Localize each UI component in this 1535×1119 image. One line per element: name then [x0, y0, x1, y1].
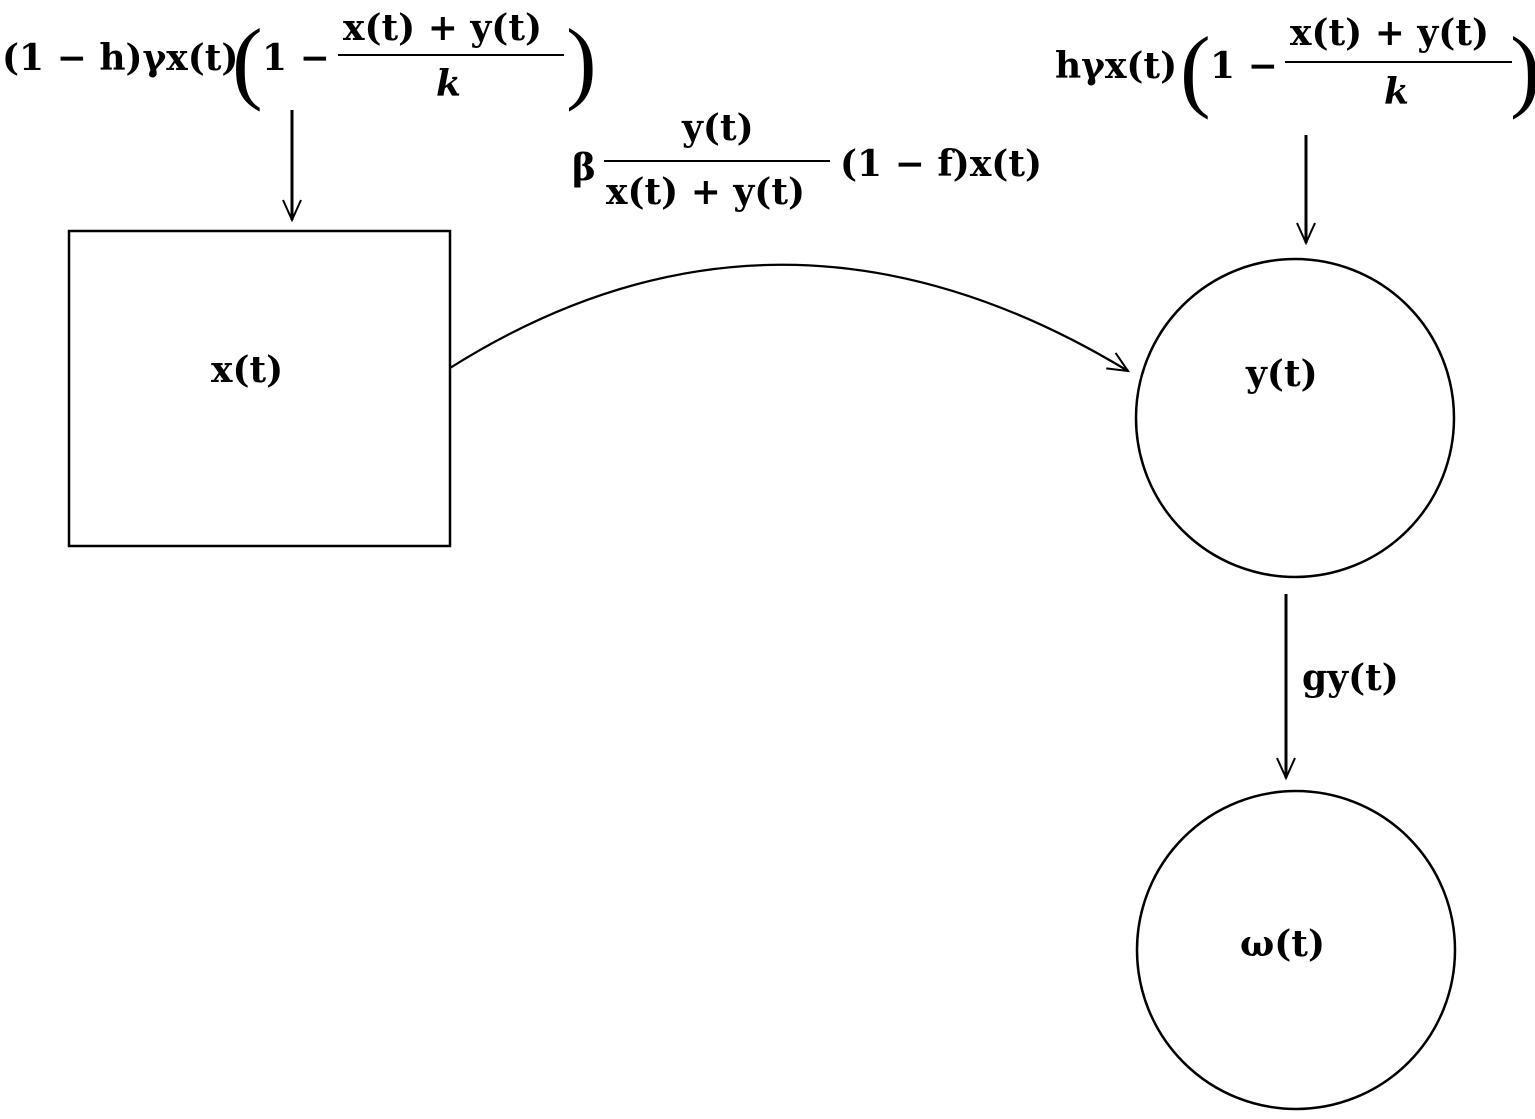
inflow-x-one-minus: 1 −: [262, 37, 330, 79]
transfer-numerator: y(t): [681, 107, 754, 149]
outflow-y-label: gy(t): [1302, 657, 1399, 699]
inflow-y-right-paren: ): [1510, 18, 1535, 120]
node-x-box: [67, 229, 452, 548]
inflow-y-left-paren: (: [1180, 18, 1211, 120]
inflow-y-denominator: k: [1384, 71, 1409, 113]
transfer-denominator: x(t) + y(t): [606, 171, 805, 213]
node-x-label: x(t): [211, 349, 283, 391]
inflow-x-prefix: (1 − h)γx(t): [2, 37, 238, 79]
node-w-circle: [1135, 789, 1457, 1111]
inflow-y-label: hγx(t) ( 1 − x(t) + y(t) k ): [1055, 12, 1535, 120]
inflow-x-right-paren: ): [566, 10, 597, 112]
inflow-y-prefix: hγx(t): [1055, 45, 1177, 87]
transfer-suffix: (1 − f)x(t): [840, 143, 1042, 185]
transfer-beta: β: [572, 147, 596, 189]
node-y-label: y(t): [1245, 353, 1318, 395]
node-y-circle: [1134, 257, 1456, 579]
node-w-label: ω(t): [1240, 923, 1325, 965]
transfer-arrow: [449, 263, 1131, 373]
inflow-x-left-paren: (: [232, 10, 263, 112]
inflow-y-one-minus: 1 −: [1210, 45, 1278, 87]
inflow-x-numerator: x(t) + y(t): [343, 7, 542, 49]
inflow-x-label: (1 − h)γx(t) ( 1 − x(t) + y(t) k ): [2, 7, 597, 112]
inflow-y-numerator: x(t) + y(t): [1290, 12, 1489, 54]
transfer-label: β y(t) x(t) + y(t) (1 − f)x(t): [572, 107, 1042, 213]
inflow-x-denominator: k: [436, 63, 461, 105]
